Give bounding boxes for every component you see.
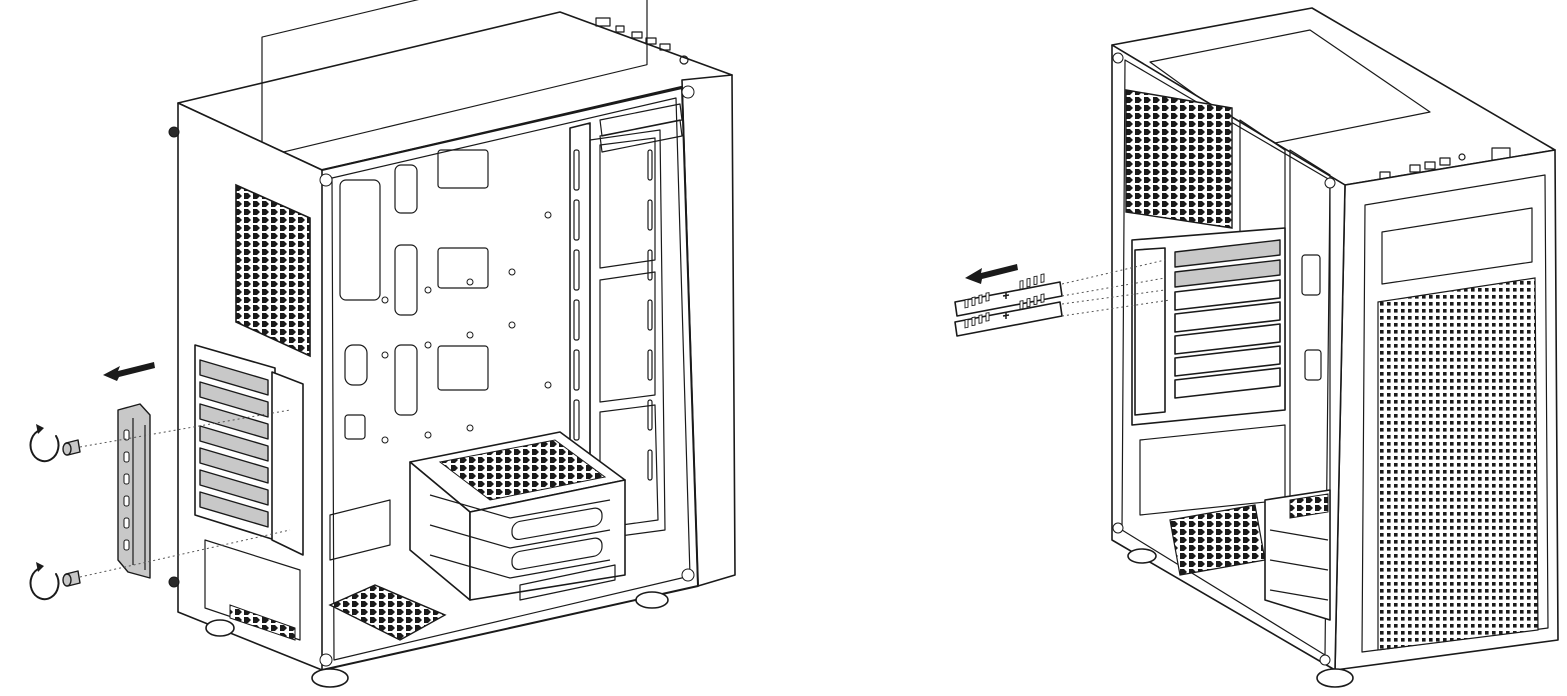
bracket-mount-rail — [271, 371, 304, 556]
rotate-arrow-icon — [29, 567, 60, 601]
rotate-arrow-icon — [29, 429, 60, 463]
rear-pci-slots — [199, 359, 269, 528]
thumbscrew — [62, 570, 81, 587]
panel-screws — [168, 85, 695, 667]
top-drive-rail — [599, 103, 683, 137]
rotate-arrow-head-icon — [36, 562, 44, 572]
front-rail-slots — [647, 149, 653, 481]
case-foot — [1127, 548, 1157, 564]
right-case — [1111, 7, 1559, 688]
slot-cover — [954, 273, 1063, 317]
top-io-ports — [595, 17, 689, 65]
alignment-guides-right — [1061, 259, 1171, 317]
pci-bracket — [117, 403, 151, 579]
case-foot — [205, 619, 235, 637]
case-foot — [635, 591, 669, 609]
psu-opening — [204, 539, 301, 641]
left-case — [168, 0, 736, 688]
case-foot — [1316, 668, 1354, 688]
drive-cage — [409, 431, 626, 601]
case-side-opening — [321, 87, 699, 671]
front-fan-bracket — [589, 129, 666, 541]
front-bezel — [1361, 174, 1549, 653]
bottom-cutout — [329, 499, 391, 561]
pci-slots — [1174, 239, 1281, 399]
top-glass-window — [261, 0, 648, 158]
front-drive-bay — [1381, 207, 1533, 285]
rear-fan-mesh — [235, 183, 311, 358]
drive-cage — [1264, 489, 1331, 621]
bottom-fan-mesh — [328, 584, 447, 641]
front-mesh-grille — [1377, 277, 1539, 651]
alignment-guides-left — [79, 409, 291, 578]
rotate-arrow-head-icon — [36, 424, 44, 434]
removal-arrow-right — [965, 264, 1018, 284]
removal-arrow-left — [103, 362, 155, 381]
top-io-ports — [1379, 147, 1511, 181]
thumbscrew — [62, 439, 81, 456]
psu-vent — [229, 604, 296, 641]
panel-screws — [1112, 52, 1336, 666]
motherboard-tray — [339, 149, 552, 444]
case-foot — [311, 668, 349, 688]
bracket-mount-rail — [1134, 247, 1166, 416]
rear-fan-mesh — [1125, 89, 1233, 229]
